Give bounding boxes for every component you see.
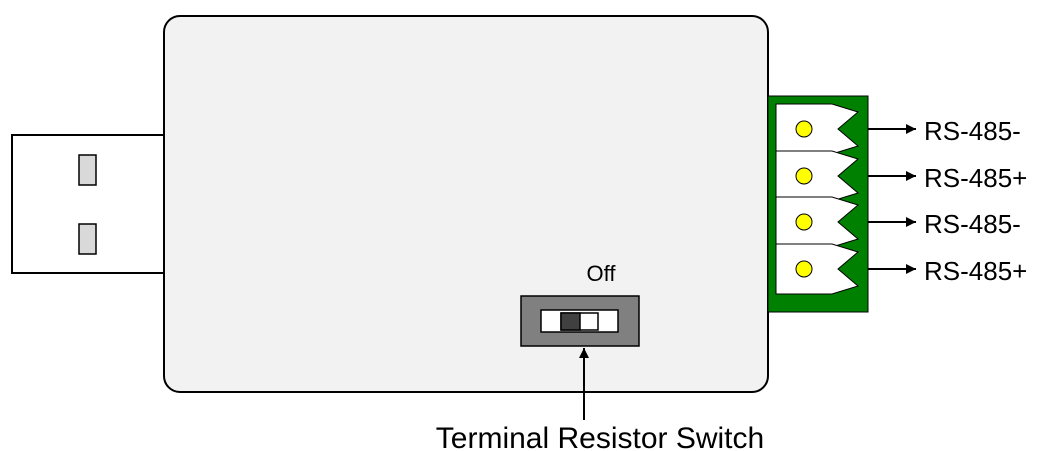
terminal-screw-1 — [795, 120, 813, 138]
terminal-screw-2 — [795, 167, 813, 185]
terminal-label-2: RS-485+ — [924, 163, 1027, 193]
terminal-label-3: RS-485- — [924, 209, 1021, 239]
terminal-screw-3 — [795, 213, 813, 231]
terminal-screw-4 — [795, 260, 813, 278]
terminal-cell-4 — [775, 243, 860, 295]
terminal-block — [767, 95, 869, 313]
terminal-label-1: RS-485- — [924, 116, 1021, 146]
switch-caption: Terminal Resistor Switch — [436, 422, 764, 451]
usb-contact-bottom — [78, 223, 97, 255]
terminal-label-4: RS-485+ — [924, 256, 1027, 286]
switch-state-label: Off — [587, 261, 617, 286]
usb-contact-top — [78, 154, 97, 186]
device-board — [163, 15, 769, 393]
terminal-resistor-switch[interactable] — [520, 295, 640, 347]
switch-slider-knob[interactable] — [560, 312, 581, 331]
usb-connector — [11, 134, 168, 274]
